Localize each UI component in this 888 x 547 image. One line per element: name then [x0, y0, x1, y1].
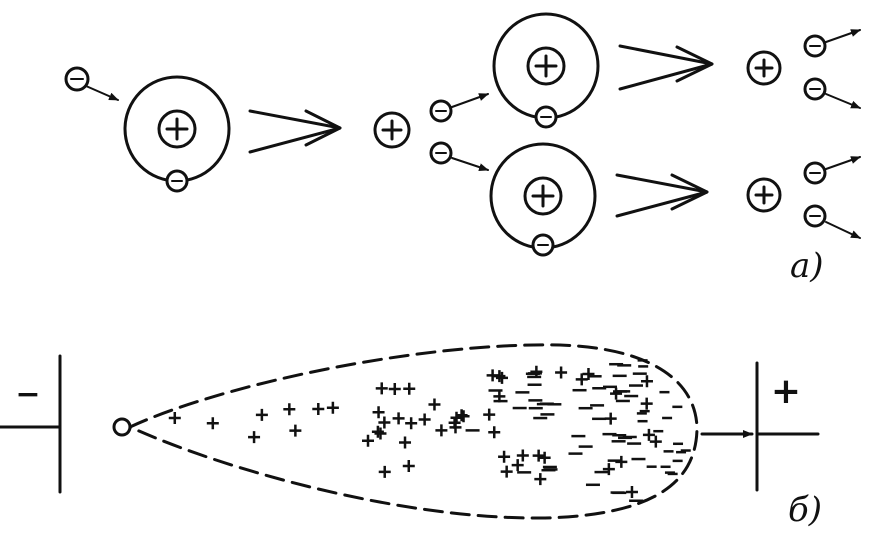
positive-charge-icon [649, 435, 662, 448]
positive-charge-icon [640, 397, 653, 410]
positive-charge-icon [640, 375, 653, 388]
electron-icon [429, 141, 489, 171]
positive-charge-icon [206, 417, 219, 430]
positive-charge-icon [312, 402, 325, 415]
positive-charge-icon [362, 434, 375, 447]
anode-plate [755, 361, 820, 492]
process-arrow-icon [618, 44, 714, 91]
anode-sign: + [771, 371, 801, 412]
ion-icon [746, 177, 782, 213]
positive-charge-icon [511, 459, 524, 472]
ion-icon [373, 111, 411, 149]
positive-charge-icon [435, 424, 448, 437]
electron-icon [429, 93, 489, 123]
charge-cloud [168, 359, 691, 503]
positive-charge-icon [378, 416, 391, 429]
process-arrow-icon [248, 109, 342, 154]
panel-a [64, 12, 861, 257]
positive-charge-icon [532, 449, 545, 462]
atom-icon [123, 75, 231, 193]
positive-charge-icon [575, 373, 588, 386]
positive-charge-icon [403, 382, 416, 395]
positive-charge-icon [283, 403, 296, 416]
positive-charge-icon [326, 401, 339, 414]
positive-charge-icon [500, 465, 513, 478]
positive-charge-icon [582, 368, 595, 381]
atom-icon [492, 12, 600, 129]
process-arrow-icon [615, 173, 709, 218]
incoming-electron-icon [64, 66, 119, 101]
positive-charge-icon [555, 366, 568, 379]
positive-charge-icon [405, 417, 418, 430]
positive-charge-icon [455, 409, 468, 422]
positive-charge-icon [604, 412, 617, 425]
panel-a-label: а) [790, 246, 824, 286]
positive-charge-icon [399, 436, 412, 449]
positive-charge-icon [255, 408, 268, 421]
positive-charge-icon [374, 427, 387, 440]
positive-charge-icon [538, 451, 551, 464]
positive-charge-icon [289, 424, 302, 437]
avalanche-envelope [128, 343, 699, 520]
electron-icon [803, 77, 861, 109]
positive-charge-icon [625, 485, 638, 498]
positive-charge-icon [449, 421, 462, 434]
ion-icon [746, 50, 782, 86]
positive-charge-icon [488, 426, 501, 439]
positive-charge-icon [602, 463, 615, 476]
positive-charge-icon [371, 425, 384, 438]
positive-charge-icon [516, 449, 529, 462]
electron-icon [803, 156, 861, 185]
cathode-plate [0, 354, 62, 494]
positive-charge-icon [610, 387, 623, 400]
electron-icon [803, 29, 861, 58]
positive-charge-icon [402, 459, 415, 472]
positive-charge-icon [418, 413, 431, 426]
positive-charge-icon [378, 465, 391, 478]
positive-charge-icon [375, 382, 388, 395]
atom-icon [489, 142, 597, 257]
positive-charge-icon [428, 398, 441, 411]
panel-b: − + [0, 343, 820, 520]
positive-charge-icon [534, 473, 547, 486]
positive-charge-icon [168, 412, 181, 425]
origin-point-icon [112, 417, 132, 437]
cathode-sign: − [15, 377, 40, 412]
positive-charge-icon [372, 406, 385, 419]
positive-charge-icon [495, 371, 508, 384]
electron-icon [803, 204, 861, 239]
positive-charge-icon [483, 408, 496, 421]
positive-charge-icon [642, 428, 655, 441]
positive-charge-icon [498, 450, 511, 463]
panel-b-label: б) [788, 490, 823, 530]
positive-charge-icon [388, 382, 401, 395]
positive-charge-icon [486, 369, 499, 382]
positive-charge-icon [392, 412, 405, 425]
positive-charge-icon [248, 431, 261, 444]
